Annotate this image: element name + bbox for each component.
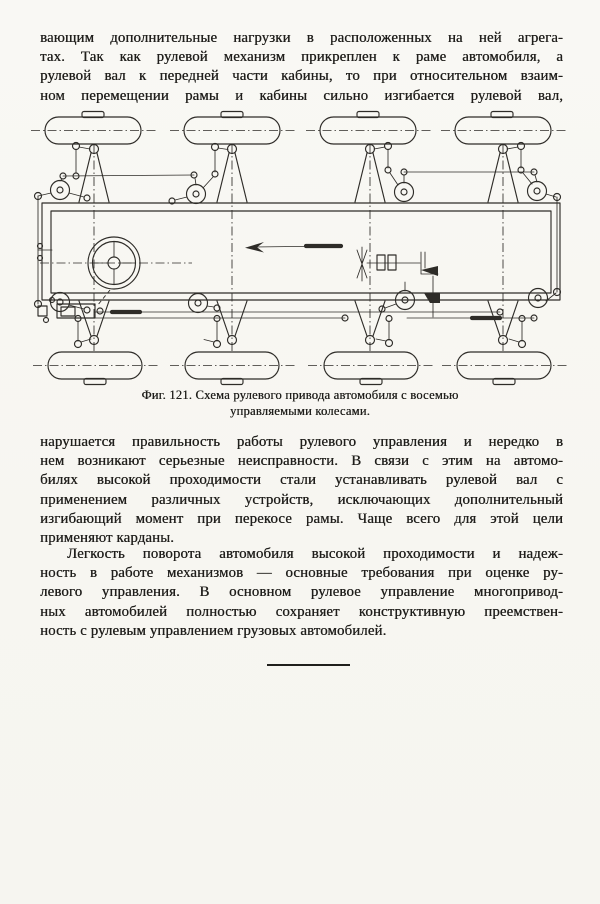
- text-line: ных автомобилей полностью сохраняет конс…: [40, 603, 563, 620]
- text-line: рулевой вал к передней части кабины, то …: [40, 68, 563, 85]
- top-kingpin-supports: [78, 143, 519, 203]
- text-line: ность в работе механизмов — основные тре…: [40, 565, 563, 582]
- eight-wheel-steering-diagram: [31, 110, 568, 386]
- text-line: изгибающий момент при перекосе рамы. Чащ…: [40, 510, 563, 527]
- bottom-kingpin-supports: [78, 300, 519, 346]
- chassis-frame: [41, 202, 561, 301]
- text-line: ность с рулевым управлением грузовых авт…: [40, 622, 387, 639]
- text-line: нем возникают серьезные неисправности. В…: [40, 453, 563, 470]
- text-line: нарушается правильность работы рулевого …: [40, 434, 563, 450]
- text-line: ном перемещении рамы и кабины сильно изг…: [40, 87, 563, 104]
- top-knuckle-links: [71, 141, 533, 189]
- steering-gearbox: [37, 296, 104, 324]
- steering-booster-mechanism: [356, 246, 440, 318]
- bottom-wheels: [33, 351, 568, 386]
- section-divider-rule: [267, 664, 350, 666]
- text-line: вающим дополнительные нагрузки в располо…: [40, 30, 563, 46]
- text-line: применением различных устройств, исключа…: [40, 491, 563, 508]
- text-line: билях высокой проходимости стали устанав…: [40, 472, 563, 489]
- text-line: левого управления. В основном рулевое уп…: [40, 584, 563, 601]
- paragraph: нарушается правильность работы рулевого …: [40, 433, 563, 548]
- end-links: [33, 191, 562, 309]
- wheel-axis-lines: [93, 144, 504, 352]
- paragraph: Легкость поворота автомобиля высокой про…: [40, 545, 563, 641]
- figure-caption: Фиг. 121. Схема рулевого привода автомоб…: [0, 388, 600, 419]
- text-line: Легкость поворота автомобиля высокой про…: [67, 546, 563, 562]
- paragraph: вающим дополнительные нагрузки в располо…: [40, 29, 563, 106]
- text-line: тах. Так как рулевой механизм прикреплен…: [40, 49, 563, 66]
- text-line: применяют карданы.: [40, 530, 175, 547]
- figure-caption-line: Фиг. 121. Схема рулевого привода автомоб…: [141, 388, 459, 402]
- steering-wheel: [40, 236, 192, 307]
- top-wheels: [31, 110, 567, 145]
- figure-caption-line: управляемыми колесами.: [229, 403, 371, 418]
- upper-tie-rods: [59, 168, 538, 186]
- direction-arrow: [245, 242, 344, 253]
- bottom-knuckle-links: [73, 314, 527, 349]
- lower-steering-rods: [61, 308, 538, 322]
